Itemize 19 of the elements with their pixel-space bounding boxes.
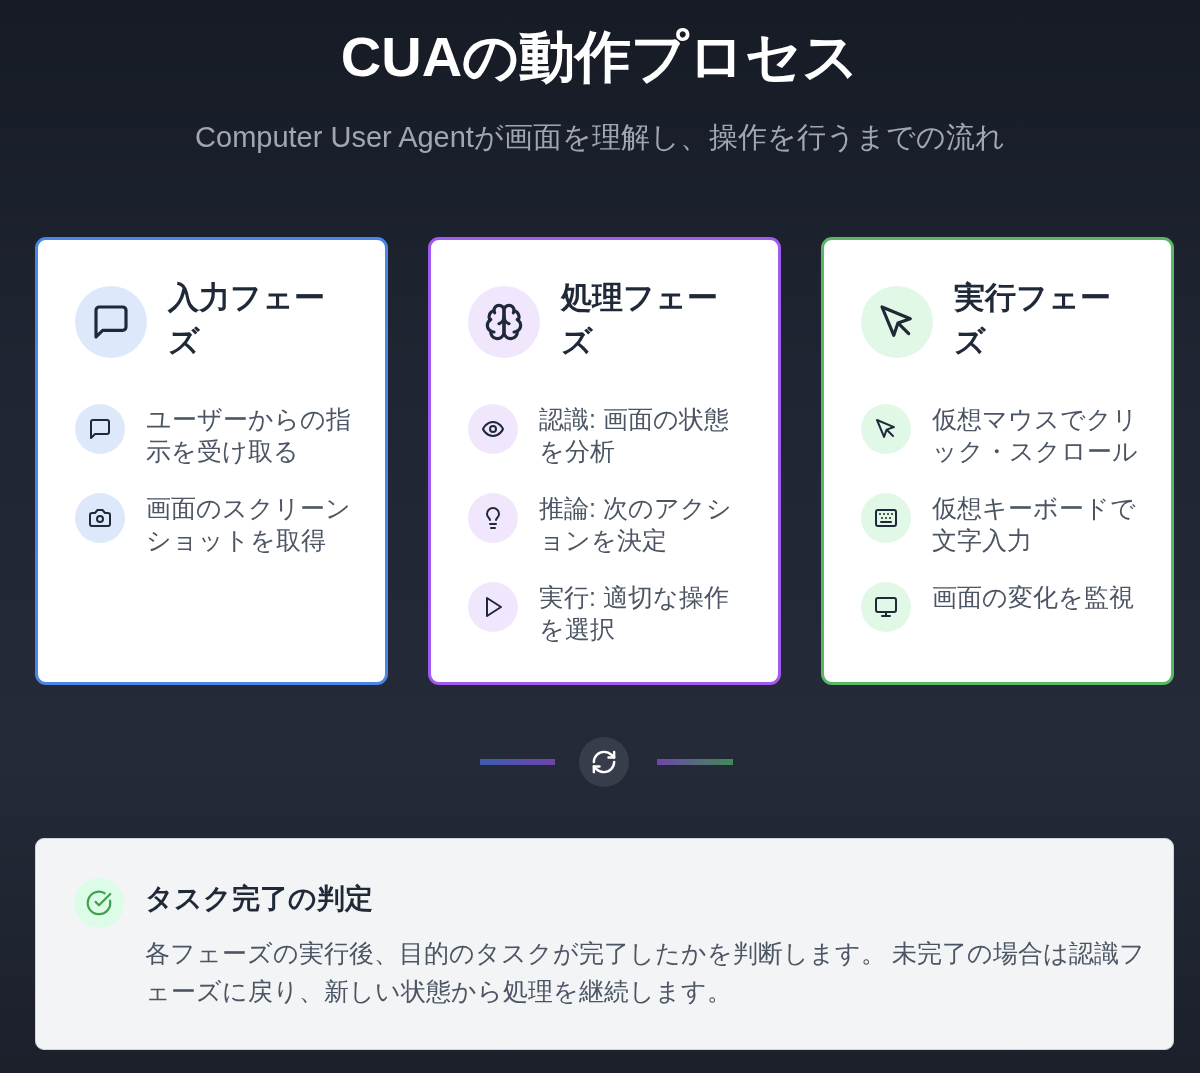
list-item-text: 実行: 適切な操作を選択 <box>539 582 730 645</box>
card-heading: 実行フェーズ <box>954 279 1112 361</box>
list-item-text: 推論: 次のアクションを決定 <box>539 493 733 556</box>
title: CUAの動作プロセス <box>340 25 860 88</box>
list-item-text: 画面のスクリーンショットを取得 <box>146 493 352 556</box>
list-item-text: 認識: 画面の状態を分析 <box>539 404 730 467</box>
list-item-text: 仮想マウスでクリック・スクロール <box>932 404 1138 467</box>
info-panel <box>35 838 1174 1050</box>
phase-card <box>428 237 781 685</box>
list-item-text: 仮想キーボードで文字入力 <box>932 493 1137 556</box>
panel-heading: タスク完了の判定 <box>144 881 373 916</box>
phase-card <box>35 237 388 685</box>
subtitle: Computer User Agentが画面を理解し、操作を行うまでの流れ <box>195 121 1005 153</box>
card-heading: 入力フェーズ <box>168 279 326 361</box>
panel-body-text: 各フェーズの実行後、目的のタスクが完了したかを判断します。 未完了の場合は認識フェーズに戻り、新しい状態から処理を継続します。 <box>144 937 1147 1007</box>
list-item-text: ユーザーからの指示を受け取る <box>146 404 352 467</box>
phase-card <box>821 237 1174 685</box>
list-item-text: 画面の変化を監視 <box>932 582 1135 613</box>
card-heading: 処理フェーズ <box>561 279 719 361</box>
